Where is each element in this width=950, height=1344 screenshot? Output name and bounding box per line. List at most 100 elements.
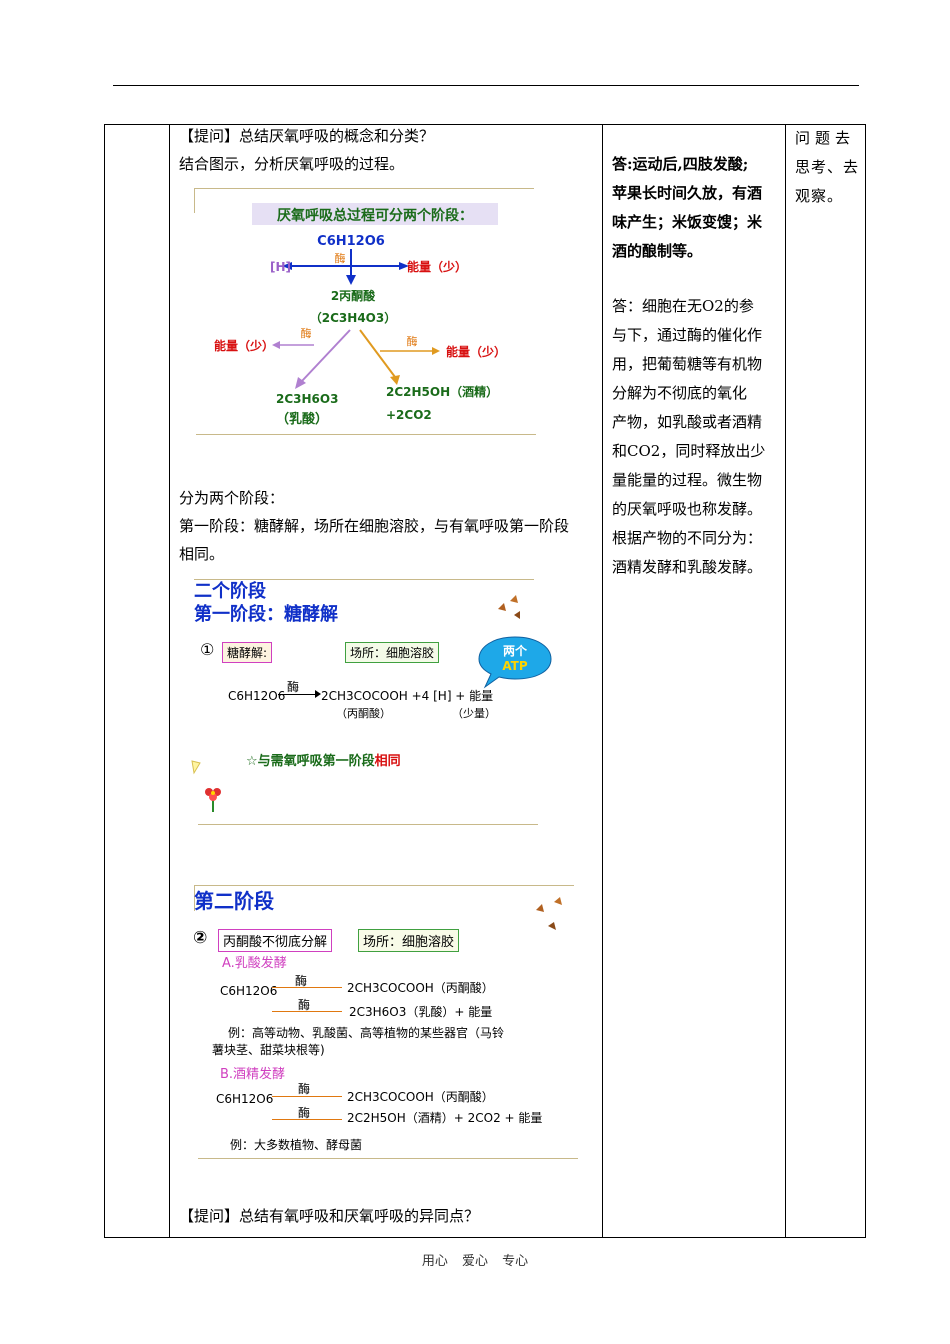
- step-number: ①: [200, 640, 215, 659]
- column-divider: [785, 125, 786, 1237]
- enzyme-label: 酶: [298, 998, 311, 1012]
- ethanol-arrow: [359, 329, 396, 378]
- reaction-arrow: [272, 987, 342, 988]
- atp-bubble: 两个 ATP: [478, 636, 552, 689]
- question-1-sub: 结合图示，分析厌氧呼吸的过程。: [179, 155, 405, 173]
- reaction-arrow: [272, 1119, 342, 1120]
- enzyme-label: 酶: [301, 327, 312, 340]
- page-footer: 用心 爱心 专心: [421, 1254, 529, 1269]
- eq-sub-pyruvate: （丙酮酸）: [336, 707, 391, 720]
- slide-rule: [194, 885, 574, 886]
- bubble-top: 两个: [503, 643, 528, 658]
- lactic-reactant: C6H12O6: [220, 984, 278, 998]
- column-divider: [169, 125, 170, 1237]
- answer-line: 和CO2，同时释放出少: [612, 442, 766, 460]
- alcohol-example: 例：大多数植物、酵母菌: [230, 1138, 363, 1152]
- butterflies-image: [532, 896, 572, 936]
- energy-label: 能量（少）: [407, 259, 467, 274]
- flower-image: [198, 783, 228, 813]
- right-arrowhead: [399, 262, 409, 270]
- reaction-arrow: [272, 1096, 342, 1097]
- slide-rule: [196, 434, 536, 435]
- eq-sub-energy: （少量）: [452, 707, 496, 720]
- ethanol-formula: 2C2H5OH（酒精）: [386, 384, 498, 399]
- lactic-example-1: 例：高等动物、乳酸菌、高等植物的某些器官（马铃: [228, 1026, 505, 1040]
- eq-left: C6H12O6: [228, 689, 286, 703]
- left-arrowhead: [282, 262, 292, 270]
- lactic-fermentation-title: A.乳酸发酵: [222, 956, 287, 971]
- slide-rule: [198, 824, 538, 825]
- step-number: ②: [193, 928, 208, 948]
- butterfly-image: [190, 755, 212, 775]
- slide-title: 二个阶段: [194, 581, 266, 602]
- answer-2: 答：细胞在无O2的参 与下，通过酶的催化作 用，把葡萄糖等有机物 分解为不彻底的…: [612, 292, 782, 582]
- answer-line: 苹果长时间久放，有酒: [612, 184, 763, 202]
- alcohol-reactant: C6H12O6: [216, 1092, 274, 1106]
- teacher-note: 问题去 思考、去 观察。: [795, 124, 859, 211]
- diagram-second-stage: 第二阶段 ② 丙酮酸不彻底分解 场所：细胞溶胶 A.乳酸发酵 C6H12O6 酶…: [190, 882, 585, 1164]
- butterflies-image: [490, 589, 530, 625]
- answer-line: 的厌氧呼吸也称发酵。: [612, 500, 763, 518]
- stages-intro: 分为两个阶段：: [179, 489, 285, 507]
- stage-1-line-2: 相同。: [179, 545, 225, 563]
- co2-formula: +2CO2: [386, 408, 432, 422]
- pyruvate-label: 2丙酮酸: [331, 288, 376, 303]
- same-as-aerobic: ☆与需氧呼吸第一阶段相同: [246, 754, 401, 769]
- glucose-formula: C6H12O6: [317, 234, 385, 249]
- lactic-energy-arrowhead: [272, 341, 280, 349]
- lactic-name: （乳酸）: [276, 411, 328, 427]
- answer-line: 用，把葡萄糖等有机物: [612, 355, 763, 373]
- energy-label: 能量（少）: [214, 338, 274, 353]
- location-tag: 场所：细胞溶胶: [358, 929, 460, 952]
- title-bg: [252, 203, 498, 225]
- slide-rule: [194, 188, 195, 213]
- ethanol-arrowhead: [390, 375, 400, 385]
- enzyme-label: 酶: [295, 974, 308, 988]
- alcohol-product-2: 2C2H5OH（酒精）+ 2CO2 + 能量: [347, 1111, 543, 1125]
- energy-label: 能量（少）: [446, 344, 506, 359]
- bubble-bottom: ATP: [502, 659, 528, 673]
- location-tag: 场所：细胞溶胶: [345, 642, 440, 663]
- enzyme-label: 酶: [335, 252, 346, 265]
- answer-line: 根据产物的不同分为：: [612, 529, 763, 547]
- slide-rule: [194, 579, 534, 580]
- answer-line: 量能量的过程。微生物: [612, 471, 763, 489]
- enzyme-label: 酶: [407, 335, 418, 348]
- answer-line: 味产生；米饭变馊；米: [612, 213, 763, 231]
- answer-line: 酒的酿制等。: [612, 242, 703, 260]
- answer-line: 产物，如乳酸或者酒精: [612, 413, 763, 431]
- answer-line: 答：细胞在无O2的参: [612, 297, 754, 315]
- pyruvate-formula: （2C3H4O3）: [310, 310, 396, 325]
- question-2: 【提问】总结有氧呼吸和厌氧呼吸的异同点？: [179, 1207, 480, 1225]
- slide-title: 第二阶段: [194, 889, 274, 913]
- column-divider: [602, 125, 603, 1237]
- header-rule: [113, 85, 859, 86]
- slide-rule: [194, 188, 534, 189]
- process-diagram: 厌氧呼吸总过程可分两个阶段： C6H12O6 酶 [H] 能量（少） 2丙酮酸 …: [214, 203, 506, 427]
- answer-1: 答:运动后,四肢发酸; 苹果长时间久放，有酒 味产生；米饭变馊；米 酒的酿制等。: [612, 150, 782, 266]
- reaction-arrow: [272, 1011, 342, 1012]
- diagram-glycolysis: 二个阶段 第一阶段：糖酵解 ① 糖酵解: 场所：细胞溶胶 两个 ATP C6H1…: [190, 575, 552, 830]
- answer-line: 酒精发酵和乳酸发酵。: [612, 558, 763, 576]
- alcohol-product-1: 2CH3COCOOH（丙酮酸）: [347, 1090, 494, 1104]
- glycolysis-tag: 糖酵解:: [222, 642, 273, 663]
- diagram-title: 厌氧呼吸总过程可分两个阶段：: [277, 207, 473, 224]
- answer-line: 与下，通过酶的催化作: [612, 326, 763, 344]
- note-line: 问题去: [795, 129, 856, 147]
- note-line: 思考、去: [795, 158, 860, 176]
- reaction-arrow: [278, 694, 318, 695]
- lesson-table: [104, 124, 866, 1238]
- h-label: [H]: [270, 260, 291, 274]
- stage-tag: 丙酮酸不彻底分解: [218, 929, 333, 952]
- answer-line: 分解为不彻底的氧化: [612, 384, 748, 402]
- lactic-arrow: [301, 329, 351, 382]
- enzyme-label: 酶: [287, 680, 300, 694]
- eq-right: 2CH3COCOOH +4 [H] + 能量: [321, 689, 494, 703]
- stage-1-line-1: 第一阶段：糖酵解，场所在细胞溶胶，与有氧呼吸第一阶段: [179, 517, 570, 535]
- enzyme-label: 酶: [298, 1106, 311, 1120]
- lactic-arrowhead: [295, 377, 306, 389]
- slide-subtitle: 第一阶段：糖酵解: [194, 604, 338, 625]
- diagram-overall-process: 厌氧呼吸总过程可分两个阶段： C6H12O6 酶 [H] 能量（少） 2丙酮酸 …: [190, 185, 540, 440]
- down-arrowhead: [346, 275, 356, 285]
- lactic-formula: 2C3H6O3: [276, 392, 338, 406]
